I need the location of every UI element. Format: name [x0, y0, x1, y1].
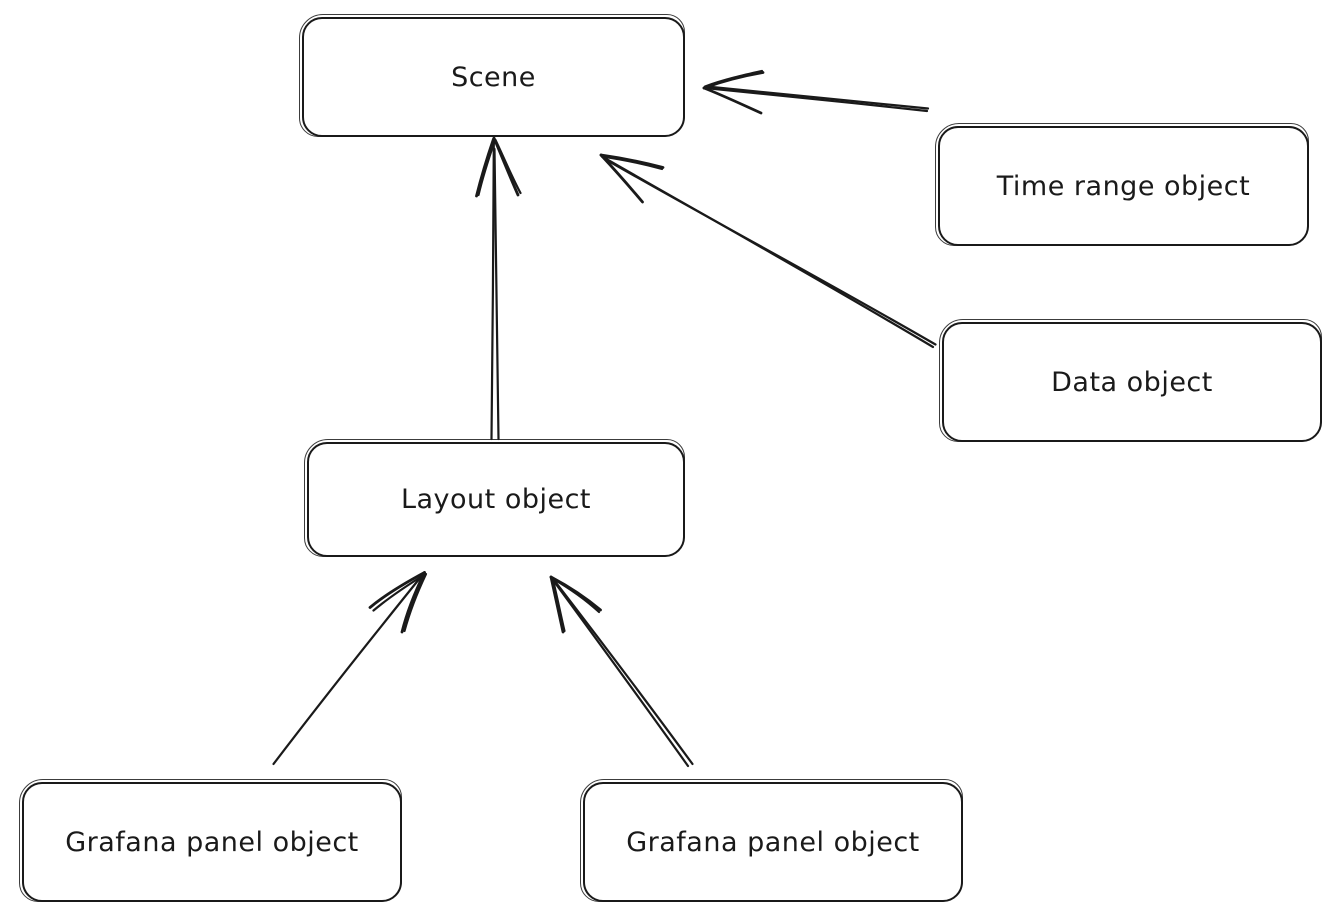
arrow-time-range-object-to-scene	[702, 69, 930, 115]
node-grafana-panel-object-left-label: Grafana panel object	[65, 826, 359, 858]
node-scene: Scene	[299, 14, 685, 137]
node-time-range-object: Time range object	[935, 123, 1309, 246]
node-grafana-panel-object-right: Grafana panel object	[580, 779, 963, 902]
node-data-object: Data object	[939, 319, 1322, 442]
node-layout-object-label: Layout object	[400, 484, 592, 515]
arrow-layout-object-to-scene	[475, 136, 522, 441]
node-scene-label: Scene	[451, 61, 536, 93]
node-grafana-panel-object-left: Grafana panel object	[19, 779, 402, 902]
arrow-data-object-to-scene	[599, 153, 937, 349]
node-data-object-label: Data object	[1051, 366, 1213, 398]
arrow-grafana-panel-left-to-layout-object	[272, 571, 428, 766]
node-layout-object: Layout object	[304, 439, 685, 557]
node-grafana-panel-object-right-label: Grafana panel object	[626, 826, 920, 858]
node-time-range-object-label: Time range object	[996, 170, 1251, 202]
arrow-grafana-panel-right-to-layout-object	[549, 575, 694, 768]
